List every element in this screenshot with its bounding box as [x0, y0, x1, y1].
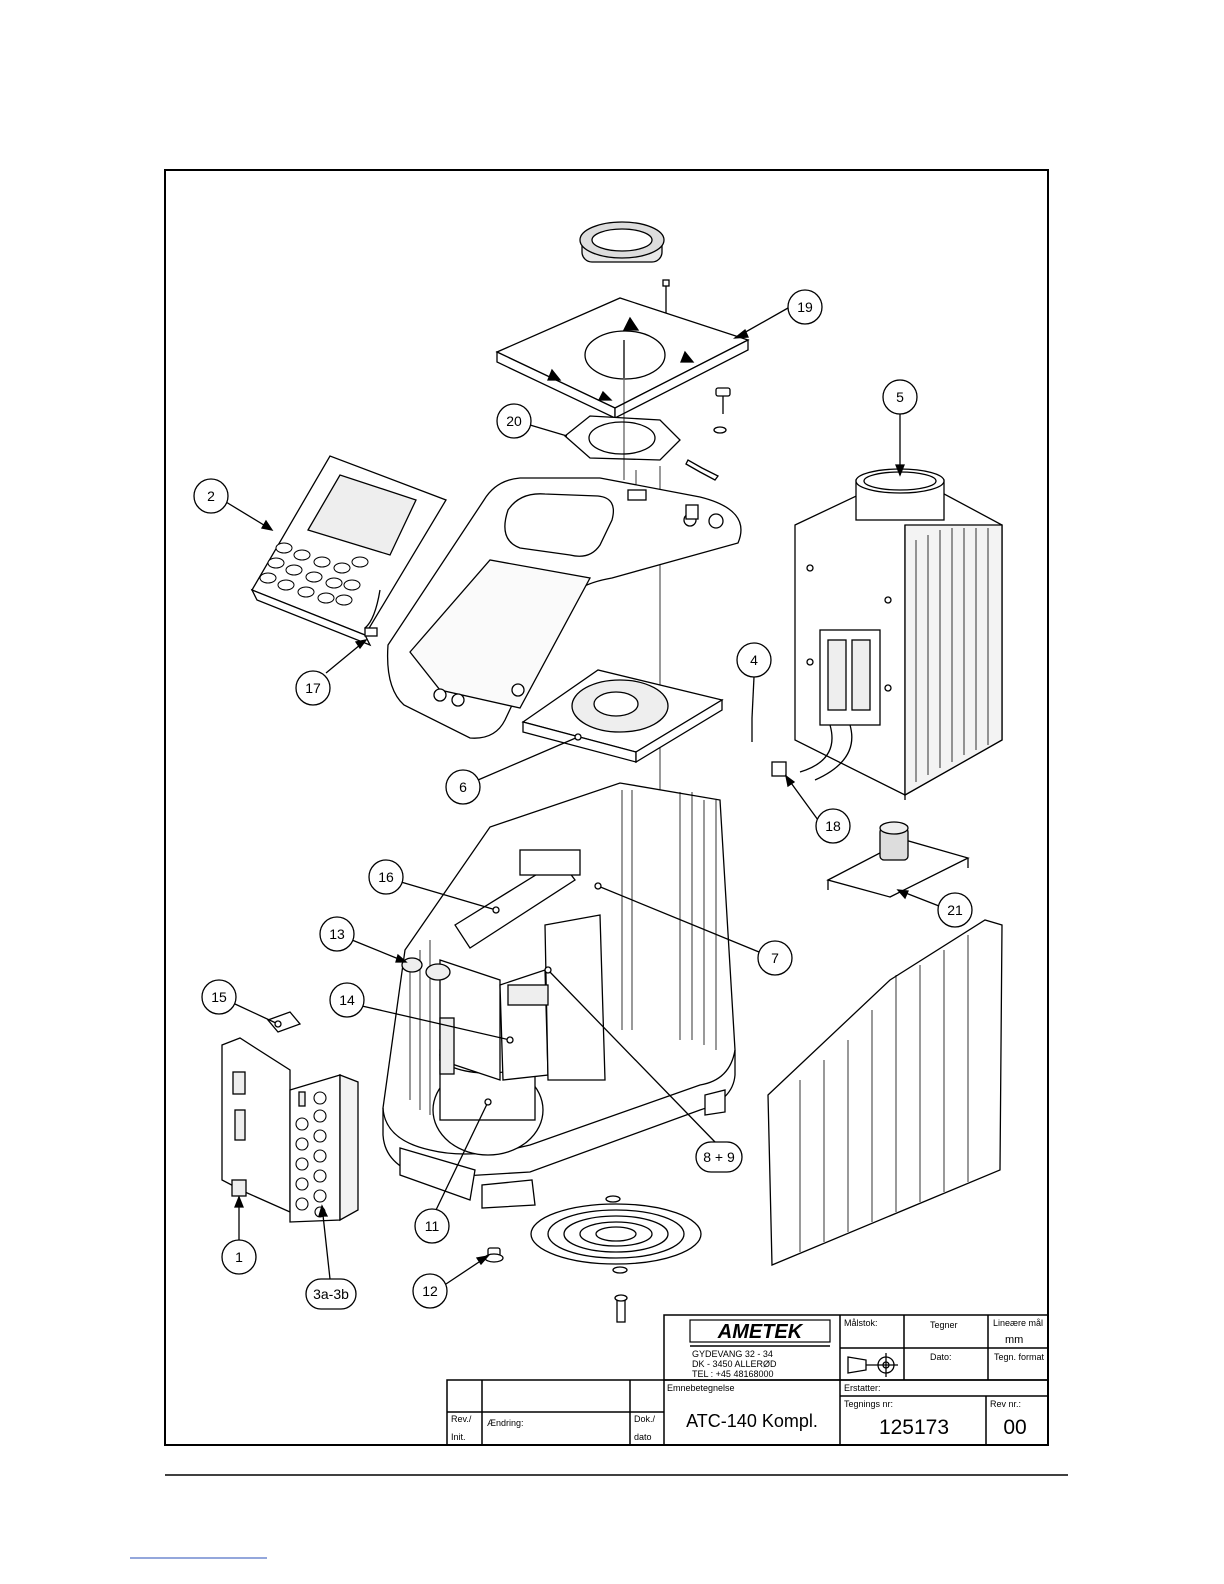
- svg-text:5: 5: [896, 389, 904, 405]
- svg-text:14: 14: [339, 992, 355, 1008]
- address-line-3: TEL : +45 48168000: [692, 1369, 773, 1379]
- callout-15: 15: [202, 980, 281, 1027]
- svg-text:7: 7: [771, 950, 779, 966]
- callout-5: 5: [883, 380, 917, 475]
- svg-text:6: 6: [459, 779, 467, 795]
- callout-18: 18: [786, 776, 850, 843]
- svg-text:21: 21: [947, 902, 963, 918]
- callout-4: 4: [737, 643, 771, 718]
- scale-label: Målstok:: [844, 1318, 878, 1328]
- svg-text:1: 1: [235, 1249, 243, 1265]
- callout-21: 21: [898, 890, 972, 927]
- parts-artwork: [222, 222, 1002, 1322]
- doc-label: Dok./: [634, 1414, 656, 1424]
- part-gasket: [565, 416, 680, 460]
- callout-12: 12: [413, 1256, 488, 1308]
- change-label: Ændring:: [487, 1418, 524, 1428]
- svg-text:4: 4: [750, 652, 758, 668]
- svg-text:18: 18: [825, 818, 841, 834]
- svg-text:17: 17: [305, 680, 321, 696]
- date2-label: dato: [634, 1432, 652, 1442]
- svg-text:20: 20: [506, 413, 522, 429]
- svg-text:2: 2: [207, 488, 215, 504]
- ametek-logo: AMETEK: [690, 1320, 830, 1346]
- linear-unit: mm: [1005, 1334, 1023, 1346]
- svg-text:3a-3b: 3a-3b: [313, 1286, 349, 1302]
- replaces-label: Erstatter:: [844, 1383, 881, 1393]
- part-top-cap: [580, 222, 664, 262]
- part-top-plate: [497, 298, 748, 418]
- subject-title: ATC-140 Kompl.: [686, 1411, 818, 1431]
- svg-text:13: 13: [329, 926, 345, 942]
- svg-text:8 + 9: 8 + 9: [703, 1149, 735, 1165]
- svg-text:11: 11: [425, 1218, 440, 1234]
- part-controller-box: [795, 469, 1002, 800]
- part-connector-plate: [290, 1075, 358, 1222]
- drawing-number: 125173: [879, 1416, 949, 1439]
- drawn-by-label: Tegner: [930, 1320, 958, 1330]
- projection-symbol-icon: [848, 1353, 898, 1377]
- linear-label: Lineære mål: [993, 1318, 1043, 1328]
- svg-text:AMETEK: AMETEK: [717, 1321, 804, 1343]
- init-label: Init.: [451, 1432, 466, 1442]
- callout-13: 13: [320, 917, 406, 962]
- drawing-no-label: Tegnings nr:: [844, 1399, 893, 1409]
- rev-label: Rev./: [451, 1414, 472, 1424]
- date-label: Dato:: [930, 1352, 952, 1362]
- callout-20: 20: [497, 404, 567, 438]
- rev-number: 00: [1003, 1416, 1026, 1439]
- part-fan-guard: [531, 1196, 701, 1273]
- svg-text:19: 19: [797, 299, 813, 315]
- svg-text:12: 12: [422, 1283, 438, 1299]
- address-line-2: DK - 3450 ALLERØD: [692, 1359, 777, 1369]
- format-label: Tegn. format: [994, 1352, 1045, 1362]
- callout-19: 19: [735, 290, 822, 338]
- rev-no-label: Rev nr.:: [990, 1399, 1021, 1409]
- part-left-cover: [222, 1038, 290, 1212]
- callout-1: 1: [222, 1197, 256, 1274]
- svg-text:15: 15: [211, 989, 227, 1005]
- callout-6: 6: [446, 734, 581, 804]
- part-side-panel: [768, 920, 1002, 1265]
- subject-label: Emnebetegnelse: [667, 1383, 735, 1393]
- svg-text:16: 16: [378, 869, 394, 885]
- address-line-1: GYDEVANG 32 - 34: [692, 1349, 773, 1359]
- callout-2: 2: [194, 479, 272, 530]
- callout-17: 17: [296, 640, 366, 705]
- part-lower-housing: [383, 783, 735, 1208]
